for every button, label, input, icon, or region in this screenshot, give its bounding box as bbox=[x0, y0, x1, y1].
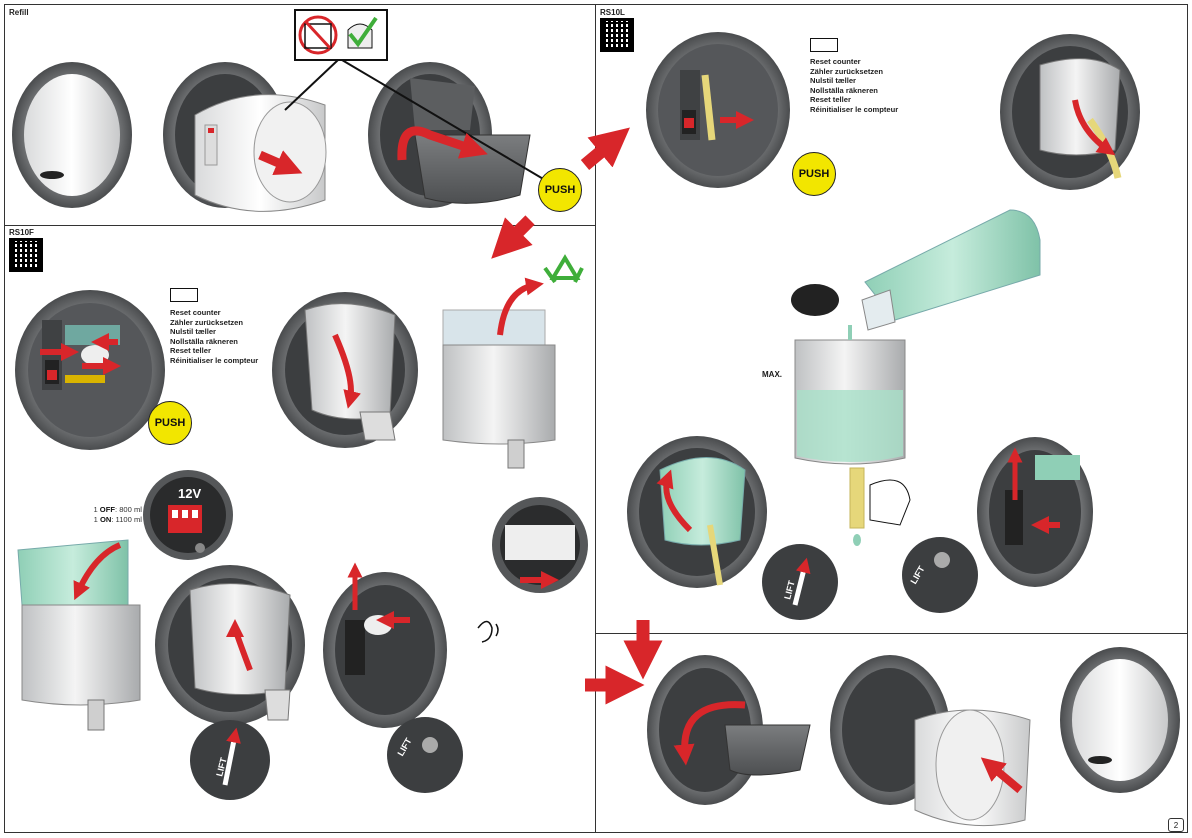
reassemble-complete bbox=[1060, 647, 1180, 793]
qr-code-icon[interactable] bbox=[9, 238, 43, 272]
section-title-rs10l: RS10L bbox=[600, 8, 625, 17]
no-dishwasher-icon bbox=[298, 15, 338, 55]
housing-ring-empty bbox=[12, 62, 132, 208]
rs10l-cartridge-removal bbox=[1000, 34, 1140, 190]
rs10f-insert-cartridge bbox=[155, 565, 305, 800]
push-badge: PUSH bbox=[792, 152, 836, 196]
counter-icon bbox=[810, 38, 838, 52]
push-badge: PUSH bbox=[538, 168, 582, 212]
rs10f-lock-view bbox=[323, 497, 588, 793]
qr-code-icon[interactable] bbox=[600, 18, 634, 52]
reassemble-tray bbox=[647, 655, 811, 805]
rs10l-lock-view bbox=[902, 437, 1093, 613]
panel-reassemble bbox=[595, 633, 1188, 833]
dip-setting-off: 1 OFF: 800 ml bbox=[93, 505, 142, 514]
page-number: 2 bbox=[1168, 818, 1184, 832]
dip-setting-on: 1 ON: 1100 ml bbox=[93, 515, 142, 524]
care-pictogram bbox=[284, 9, 546, 181]
rs10l-filling-step bbox=[791, 209, 1041, 546]
rs10f-new-cartridge bbox=[17, 539, 141, 731]
section-title-refill: Refill bbox=[9, 8, 29, 17]
hand-wash-icon bbox=[347, 16, 378, 49]
voltage-label: 12V bbox=[178, 486, 202, 501]
section-title-rs10f: RS10F bbox=[9, 228, 34, 237]
reset-counter-text-rs10l: Reset counter Zähler zurücksetzen Nulsti… bbox=[810, 57, 899, 114]
push-badge: PUSH bbox=[148, 401, 192, 445]
rs10l-insert-cartridge bbox=[627, 436, 838, 620]
housing-with-tray bbox=[368, 62, 531, 208]
recycle-icon bbox=[543, 254, 584, 284]
rs10f-cartridge-removal bbox=[272, 292, 418, 448]
housing-with-cover bbox=[163, 62, 327, 212]
reassemble-cover bbox=[830, 655, 1031, 827]
reset-counter-text-rs10f: Reset counter Zähler zurücksetzen Nulsti… bbox=[170, 308, 259, 365]
counter-icon bbox=[170, 288, 198, 302]
dip-switch-magnifier bbox=[143, 470, 233, 560]
max-label: MAX. bbox=[762, 370, 782, 379]
dip-switch-note: 1 OFF: 800 ml 1 ON: 1100 ml bbox=[80, 505, 142, 525]
rs10f-mechanism-view bbox=[15, 290, 165, 450]
rs10l-mechanism-view bbox=[646, 32, 790, 188]
rs10f-cartridge-bag bbox=[442, 277, 556, 469]
ear-sound-icon bbox=[477, 620, 499, 643]
